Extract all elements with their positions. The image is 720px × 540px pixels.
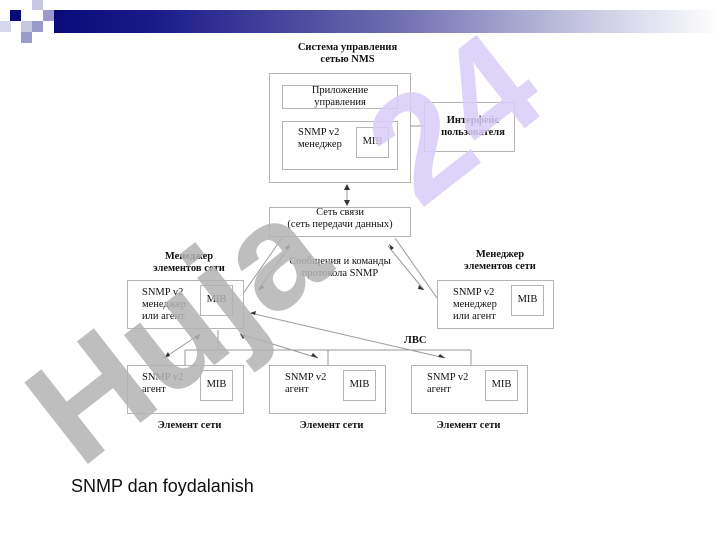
- nms-mib: MIB: [356, 127, 389, 158]
- element-manager-left-title: Менеджер элементов сети: [129, 251, 249, 275]
- mgr-agent-right-line3: или агент: [453, 311, 496, 322]
- manager-label-line1: SNMP v2: [298, 127, 340, 138]
- logo-square-1: [10, 10, 21, 21]
- logo-square-3: [43, 10, 54, 21]
- agent-2-box: [269, 365, 386, 414]
- agent-3-mib: MIB: [485, 370, 518, 401]
- ui-label: Интерфейс пользователя: [424, 115, 522, 139]
- logo-square-7: [0, 21, 11, 32]
- network-label-line1: Сеть связи: [316, 207, 364, 218]
- mgr-agent-left-line1: SNMP v2: [142, 287, 184, 298]
- app-label-line2: управления: [314, 97, 366, 108]
- element-manager-right-line2: элементов сети: [464, 261, 536, 272]
- ui-box: [424, 102, 515, 152]
- app-label-line1: Приложение: [311, 85, 369, 96]
- element-label-1: Элемент сети: [157, 420, 222, 431]
- element-manager-right-line1: Менеджер: [475, 249, 525, 260]
- mgr-agent-right-line1: SNMP v2: [453, 287, 495, 298]
- manager-label: SNMP v2 менеджер: [298, 127, 342, 151]
- mgr-agent-left-line2: менеджер: [142, 299, 186, 310]
- agent-2-mib: MIB: [343, 370, 376, 401]
- nms-title-line2: сетью NMS: [320, 54, 375, 65]
- ui-label-line1: Интерфейс: [446, 115, 500, 126]
- messages-label-line2: протокола SNMP: [301, 268, 379, 279]
- agent-1-line1: SNMP v2: [142, 372, 184, 383]
- element-label-2: Элемент сети: [299, 420, 364, 431]
- mgr-agent-right-box: [437, 280, 554, 329]
- manager-label-line2: менеджер: [298, 139, 342, 150]
- mgr-agent-left-line3: или агент: [142, 311, 185, 322]
- element-manager-left-line2: элементов сети: [153, 263, 225, 274]
- logo-square-5: [32, 21, 43, 32]
- title-banner: [54, 10, 720, 33]
- messages-label-line1: Сообщения и команды: [289, 256, 391, 267]
- logo-square-2: [32, 0, 43, 10]
- logo-square-6: [21, 32, 32, 43]
- agent-3-line2: агент: [427, 384, 451, 395]
- network-box: [269, 207, 411, 237]
- mgr-agent-right-mib: MIB: [511, 285, 544, 316]
- element-manager-right-title: Менеджер элементов сети: [440, 249, 560, 273]
- nms-title: Система управления сетью NMS: [275, 42, 420, 66]
- element-label-3: Элемент сети: [436, 420, 501, 431]
- agent-1-box: [127, 365, 244, 414]
- mgr-agent-right-label: SNMP v2 менеджер или агент: [453, 287, 497, 323]
- logo-square-4: [21, 21, 32, 32]
- network-label: Сеть связи (сеть передачи данных): [269, 207, 411, 231]
- agent-3-line1: SNMP v2: [427, 372, 469, 383]
- nms-title-line1: Система управления: [297, 42, 398, 53]
- agent-3-box: [411, 365, 528, 414]
- agent-2-line2: агент: [285, 384, 309, 395]
- agent-3-label: SNMP v2 агент: [427, 372, 468, 396]
- mgr-agent-left-box: [127, 280, 244, 329]
- agent-1-mib: MIB: [200, 370, 233, 401]
- app-label: Приложение управления: [282, 85, 398, 109]
- agent-2-line1: SNMP v2: [285, 372, 327, 383]
- mgr-agent-left-mib: MIB: [200, 285, 233, 316]
- manager-box: [282, 121, 398, 170]
- ui-label-line2: пользователя: [441, 127, 505, 138]
- element-manager-left-line1: Менеджер: [164, 251, 214, 262]
- network-label-line2: (сеть передачи данных): [287, 219, 393, 230]
- mgr-agent-right-line2: менеджер: [453, 299, 497, 310]
- agent-1-label: SNMP v2 агент: [142, 372, 183, 396]
- lan-label: ЛВС: [404, 335, 427, 346]
- agent-2-label: SNMP v2 агент: [285, 372, 326, 396]
- app-box: [282, 85, 398, 109]
- messages-label: Сообщения и команды протокола SNMP: [270, 256, 410, 280]
- agent-1-line2: агент: [142, 384, 166, 395]
- mgr-agent-left-label: SNMP v2 менеджер или агент: [142, 287, 186, 323]
- slide-caption: SNMP dan foydalanish: [71, 476, 254, 496]
